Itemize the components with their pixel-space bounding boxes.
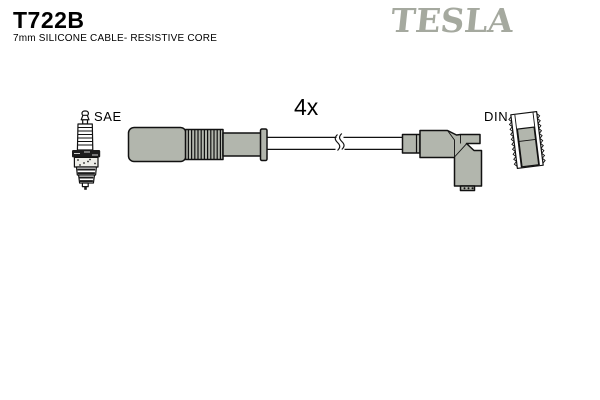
quantity-label: 4x bbox=[294, 94, 319, 120]
cable-break-symbol bbox=[334, 133, 345, 151]
elbow-ferrule bbox=[401, 133, 421, 154]
elbow-body bbox=[419, 129, 483, 187]
cable-illustration bbox=[267, 133, 403, 151]
sae-boot bbox=[127, 126, 187, 163]
sae-boot-assembly bbox=[127, 126, 268, 163]
boot-sleeve-cylinder bbox=[222, 132, 262, 157]
part-number: T722B bbox=[13, 7, 85, 33]
spark-plug-illustration bbox=[72, 110, 101, 190]
din-terminal-illustration bbox=[508, 111, 546, 169]
part-description: 7mm SILICONE CABLE- RESISTIVE CORE bbox=[13, 33, 218, 44]
din-label: DIN bbox=[484, 109, 509, 124]
elbow-socket-tab bbox=[459, 185, 476, 192]
din-inner-terminal bbox=[516, 126, 540, 168]
sae-label: SAE bbox=[94, 109, 122, 124]
boot-flange bbox=[259, 128, 268, 162]
din-elbow-boot bbox=[401, 129, 483, 192]
